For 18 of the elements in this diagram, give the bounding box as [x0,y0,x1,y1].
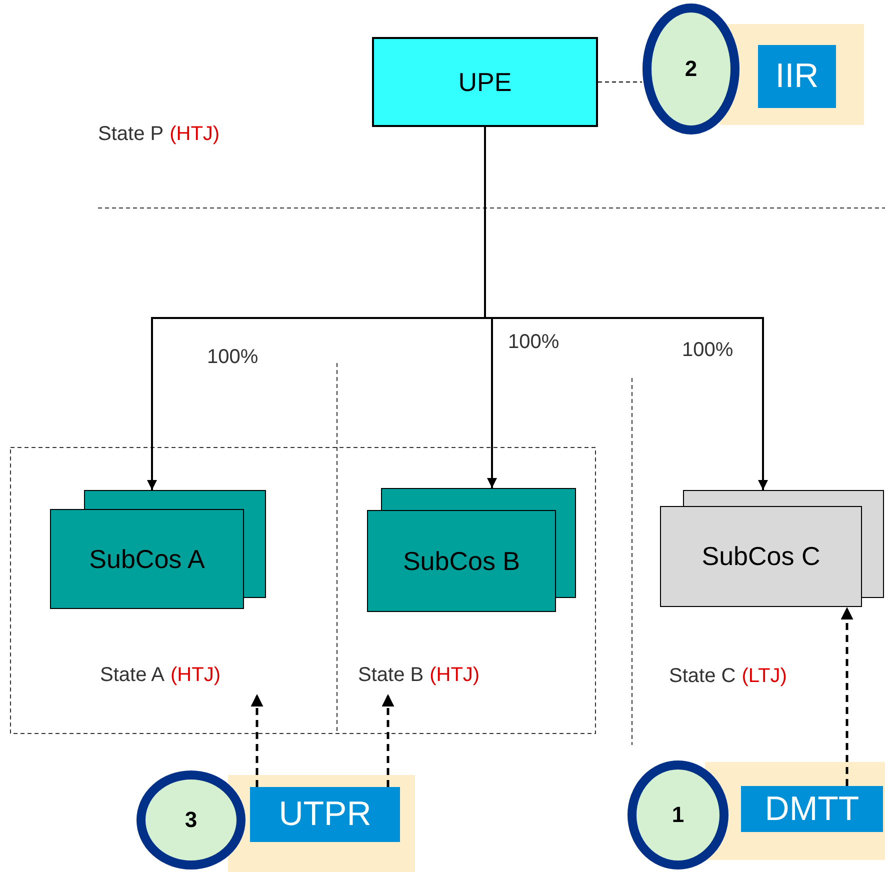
state-label: State B [358,664,424,686]
state-label: State C [669,665,736,688]
jurisdiction-tag: (HTJ) [170,123,220,146]
arrow [840,607,854,786]
jurisdiction-tag: (LTJ) [742,665,787,688]
state-label: State A [100,664,164,686]
jurisdiction-tag: (HTJ) [170,664,220,686]
arrow [250,694,264,787]
step-circle: 3 [136,770,246,870]
arrow [382,694,394,787]
entity-box: UPE [372,37,598,127]
tag-badge: IIR [758,45,836,108]
jurisdiction-tag: (HTJ) [430,664,480,686]
tag-badge: UTPR [250,787,400,842]
state-label: State P [98,123,164,146]
step-circle: 1 [627,760,729,870]
tag-badge: DMTT [741,786,883,832]
step-circle: 2 [642,3,740,135]
